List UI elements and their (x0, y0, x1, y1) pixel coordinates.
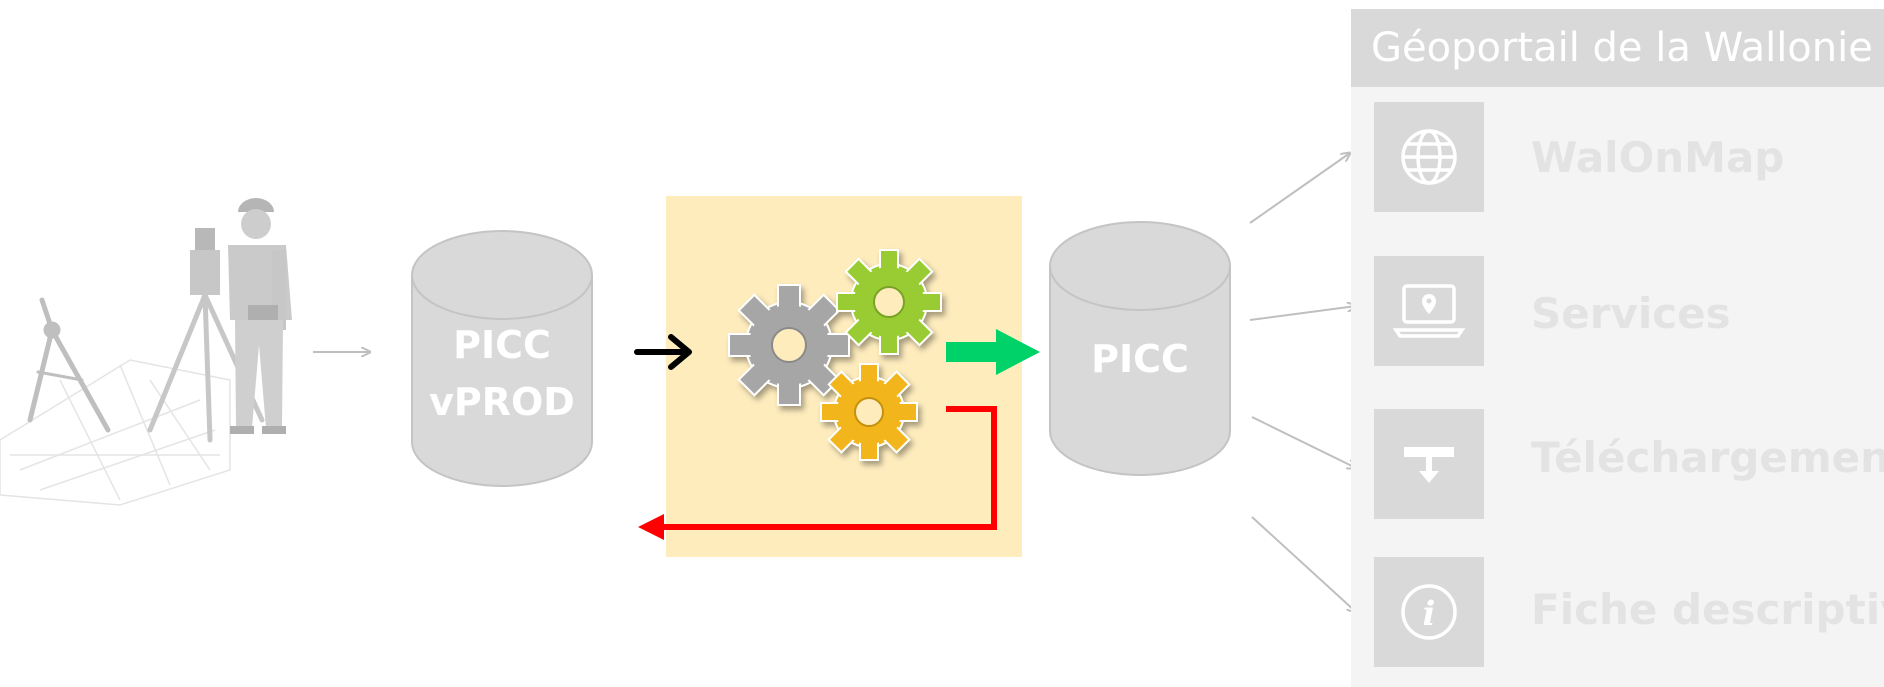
arrow-process-to-picc (946, 329, 1040, 375)
compass-icon (27, 297, 111, 433)
portal-item-walonmap[interactable] (1374, 102, 1484, 212)
globe-icon (1401, 129, 1457, 185)
portal-label-services[interactable]: Services (1531, 289, 1731, 338)
portal-label-fiche-descriptive[interactable]: Fiche descriptive (1531, 585, 1884, 634)
surveyor-illustration (0, 198, 292, 506)
database-vprod-label-line2: vPROD (429, 380, 575, 424)
portal-label-walonmap[interactable]: WalOnMap (1531, 133, 1785, 182)
arrow-picc-to-walonmap (1249, 153, 1350, 224)
arrow-vprod-to-process (634, 334, 692, 370)
database-picc: PICC (1049, 221, 1231, 476)
database-picc-vprod: PICC vPROD (411, 230, 593, 487)
portal-label-telechargement[interactable]: Téléchargement (1531, 433, 1884, 482)
arrow-picc-to-fiche (1251, 516, 1356, 612)
svg-text:i: i (1423, 594, 1436, 634)
info-icon: i (1401, 584, 1457, 640)
laptop-location-icon (1392, 284, 1466, 338)
download-icon (1404, 447, 1454, 483)
database-vprod-label-line1: PICC (453, 323, 551, 367)
arrow-picc-to-services (1249, 306, 1356, 321)
arrow-feedback-to-vprod (638, 406, 997, 540)
portal-item-telechargement[interactable] (1374, 409, 1484, 519)
map-sheet-icon (0, 359, 231, 506)
gear-orange-icon (820, 363, 918, 461)
gear-gray-icon (728, 284, 850, 406)
portal-item-services[interactable] (1374, 256, 1484, 366)
portal-item-fiche-descriptive[interactable]: i (1374, 557, 1484, 667)
surveyor-person-icon (228, 198, 292, 434)
gears-icon (728, 249, 942, 461)
database-picc-label: PICC (1091, 337, 1189, 381)
portal-title: Géoportail de la Wallonie (1351, 9, 1884, 87)
gear-green-icon (836, 249, 942, 355)
arrow-picc-to-telechargement (1251, 416, 1356, 468)
